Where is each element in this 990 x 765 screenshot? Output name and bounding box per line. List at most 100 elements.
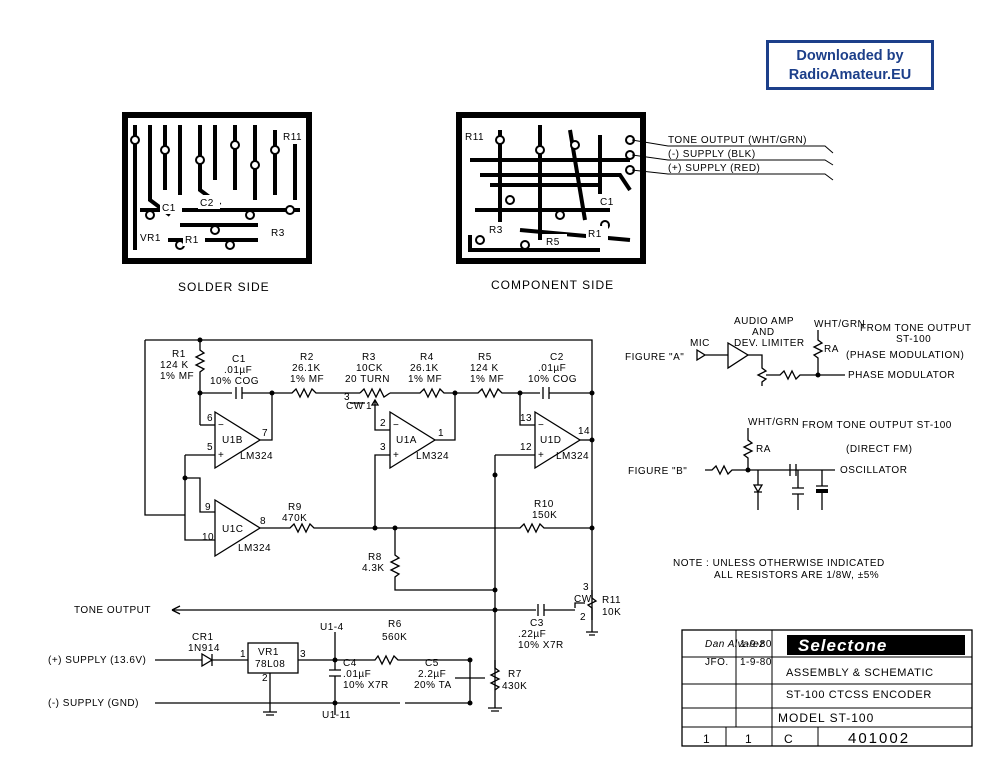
vr1-pin1: 1 xyxy=(240,649,246,660)
u1d-pin13: 13 xyxy=(520,413,532,424)
c4-tol: 10% X7R xyxy=(343,680,389,691)
banner-line-1: Downloaded by xyxy=(796,48,904,64)
r9-ref: R9 xyxy=(288,502,302,513)
component-label-r3: R3 xyxy=(489,225,503,236)
r5-tol: 1% MF xyxy=(470,374,504,385)
component-side-caption: COMPONENT SIDE xyxy=(491,278,614,292)
figure-a-from: FROM TONE OUTPUT xyxy=(860,323,972,334)
c5-value: 2.2µF xyxy=(418,669,446,680)
component-label-r5: R5 xyxy=(546,237,560,248)
component-label-r11: R11 xyxy=(465,132,484,143)
r7-value: 430K xyxy=(502,681,527,692)
component-label-c1: C1 xyxy=(600,197,614,208)
figure-a-ra: RA xyxy=(824,344,839,355)
u1c-ref: U1C xyxy=(222,524,244,535)
solder-label-vr1: VR1 xyxy=(140,233,161,244)
title-block: Dan Alvarez JFO. 1-9-80 1-9-80 Selectone… xyxy=(681,629,973,747)
r5-ref: R5 xyxy=(478,352,492,363)
tb-model: MODEL ST-100 xyxy=(778,711,874,725)
r10-value: 150K xyxy=(532,510,557,521)
u1d-pin14: 14 xyxy=(578,426,590,437)
u1b-pin7: 7 xyxy=(262,428,268,439)
r6-ref: R6 xyxy=(388,619,402,630)
c3-ref: C3 xyxy=(530,618,544,629)
r4-ref: R4 xyxy=(420,352,434,363)
r5-value: 124 K xyxy=(470,363,499,374)
c1-ref: C1 xyxy=(232,354,246,365)
solder-label-c1: C1 xyxy=(162,203,176,214)
figure-a-amp-2: AND xyxy=(752,327,775,338)
u1a-plus: + xyxy=(393,450,399,461)
r11-ref: R11 xyxy=(602,595,621,606)
figure-b: FIGURE "B" WHT/GRN FROM TONE OUTPUT ST-1… xyxy=(628,417,951,510)
figure-a-amp-3: DEV. LIMITER xyxy=(734,338,805,349)
tb-brand-logo: Selectone xyxy=(798,636,887,655)
figure-b-oscillator: OSCILLATOR xyxy=(840,465,907,476)
figure-a-wht-grn: WHT/GRN xyxy=(814,319,865,330)
c1-value: .01µF xyxy=(224,365,252,376)
solder-side-caption: SOLDER SIDE xyxy=(178,280,270,294)
c2-ref: C2 xyxy=(550,352,564,363)
pos-supply-label: (+) SUPPLY (13.6V) xyxy=(48,655,146,666)
note-line-2: ALL RESISTORS ARE 1/8W, ±5% xyxy=(714,570,879,581)
u1a-minus: − xyxy=(393,420,399,431)
main-schematic: R1 124 K 1% MF C1 .01µF 10% COG R2 26.1K… xyxy=(48,337,621,721)
wiring-leads: TONE OUTPUT (WHT/GRN) (-) SUPPLY (BLK) (… xyxy=(631,135,834,181)
figure-a: FIGURE "A" MIC AUDIO AMP AND DEV. LIMITE… xyxy=(625,316,972,386)
figure-b-ra: RA xyxy=(756,444,771,455)
lead-neg-supply: (-) SUPPLY (BLK) xyxy=(668,149,756,160)
figure-a-st: ST-100 xyxy=(896,334,931,345)
tb-drawn-by: Dan Alvarez xyxy=(705,639,765,650)
lead-tone-output: TONE OUTPUT (WHT/GRN) xyxy=(668,135,807,146)
r2-value: 26.1K xyxy=(292,363,321,374)
tb-title-1: ASSEMBLY & SCHEMATIC xyxy=(786,667,934,679)
solder-label-r1: R1 xyxy=(185,235,199,246)
u1d-pin12: 12 xyxy=(520,442,532,453)
r6-value: 560K xyxy=(382,632,407,643)
banner-line-2: RadioAmateur.EU xyxy=(788,67,912,83)
u1c-pin9: 9 xyxy=(205,502,211,513)
download-banner[interactable]: Downloaded by RadioAmateur.EU xyxy=(766,40,934,90)
figure-a-label: FIGURE "A" xyxy=(625,352,684,363)
tone-output-label: TONE OUTPUT xyxy=(74,605,151,616)
u1b-part: LM324 xyxy=(240,451,273,462)
c2-value: .01µF xyxy=(538,363,566,374)
u1d-minus: − xyxy=(538,420,544,431)
tb-of: 1 xyxy=(745,732,753,746)
r3-value: 10CK xyxy=(356,363,383,374)
u1-11-label: U1-11 xyxy=(322,710,351,721)
r10-ref: R10 xyxy=(534,499,554,510)
u1a-part: LM324 xyxy=(416,451,449,462)
r11-value: 10K xyxy=(602,607,621,618)
figure-a-phase-mod: PHASE MODULATOR xyxy=(848,370,955,381)
r2-tol: 1% MF xyxy=(290,374,324,385)
r11-pin3: 3 xyxy=(583,582,589,593)
r2-ref: R2 xyxy=(300,352,314,363)
r4-tol: 1% MF xyxy=(408,374,442,385)
pcb-solder-side: R3 R11 VR1 R1 C1 C2 SOLDER SIDE xyxy=(122,112,312,294)
u1d-plus: + xyxy=(538,450,544,461)
r11-cw: CW xyxy=(574,594,592,605)
r1-value: 124 K xyxy=(160,360,189,371)
u1-4-label: U1-4 xyxy=(320,622,344,633)
c5-tol: 20% TA xyxy=(414,680,452,691)
r8-ref: R8 xyxy=(368,552,382,563)
u1d-part: LM324 xyxy=(556,451,589,462)
figure-a-mic: MIC xyxy=(690,338,710,349)
r7-ref: R7 xyxy=(508,669,522,680)
solder-label-r11: R11 xyxy=(283,132,302,143)
note-line-1: NOTE : UNLESS OTHERWISE INDICATED xyxy=(673,558,885,569)
r3-pin-3: 3 xyxy=(344,392,350,403)
vr1-pin3: 3 xyxy=(300,649,306,660)
tb-date-1: 1-9-80 xyxy=(740,639,772,650)
u1c-pin8: 8 xyxy=(260,516,266,527)
c3-tol: 10% X7R xyxy=(518,640,564,651)
r11-pin2: 2 xyxy=(580,612,586,623)
tb-checked: JFO. xyxy=(705,657,729,668)
u1c-pin10: 10 xyxy=(202,532,214,543)
u1a-pin1: 1 xyxy=(438,428,444,439)
r3-ref: R3 xyxy=(362,352,376,363)
u1c-part: LM324 xyxy=(238,543,271,554)
r8-value: 4.3K xyxy=(362,563,385,574)
r1-tol: 1% MF xyxy=(160,371,194,382)
